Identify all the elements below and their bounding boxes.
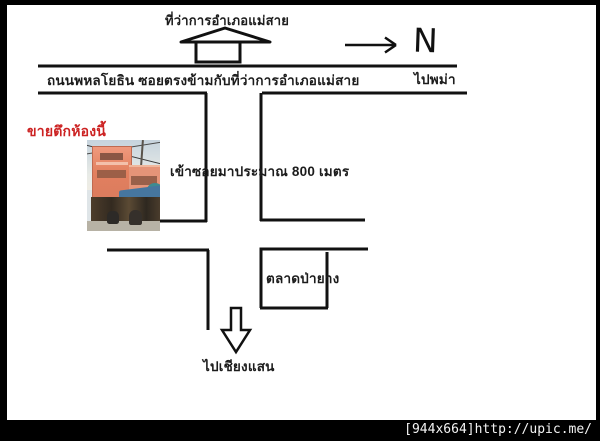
- district-office-label: ที่ว่าการอำเภอแม่สาย: [165, 13, 290, 28]
- photo-window: [99, 153, 123, 160]
- down-arrow-icon: [219, 306, 253, 355]
- photo-window: [96, 169, 127, 178]
- soi-right-line: [259, 93, 365, 222]
- north-arrow-icon: [345, 36, 397, 54]
- photo-shopfront: [91, 197, 160, 222]
- soi-distance-label: เข้าซอยมาประมาณ 800 เมตร: [170, 164, 350, 179]
- shophouse-photo: [87, 140, 160, 231]
- photo-street: [87, 221, 160, 231]
- photo-balcony-rail: [96, 162, 129, 166]
- to-myanmar-label: ไปพม่า: [414, 72, 456, 87]
- image-host-bar: [944x664]http://upic.me/: [0, 420, 600, 441]
- road-label: ถนนพหลโยธิน ซอยตรงข้ามกับที่ว่าการอำเภอแ…: [47, 73, 360, 88]
- photo-motorcycle: [129, 210, 143, 225]
- for-sale-label: ขายตึกห้องนี้: [27, 123, 107, 139]
- lower-left-block: [107, 248, 210, 330]
- market-label: ตลาดป่ายาง: [266, 271, 340, 286]
- image-host-text: [944x664]http://upic.me/: [404, 422, 592, 437]
- photo-window: [131, 176, 158, 185]
- map-drawing: [38, 26, 467, 355]
- house-body-icon: [194, 40, 242, 64]
- to-chiang-saen-label: ไปเชียงแสน: [203, 359, 275, 374]
- map-canvas: ที่ว่าการอำเภอแม่สาย ถนนพหลโยธิน ซอยตรงข…: [7, 5, 596, 420]
- north-letter: N: [412, 20, 439, 61]
- soi-left-line: [158, 93, 208, 223]
- market-block: [259, 247, 368, 310]
- photo-motorcycle: [107, 211, 120, 224]
